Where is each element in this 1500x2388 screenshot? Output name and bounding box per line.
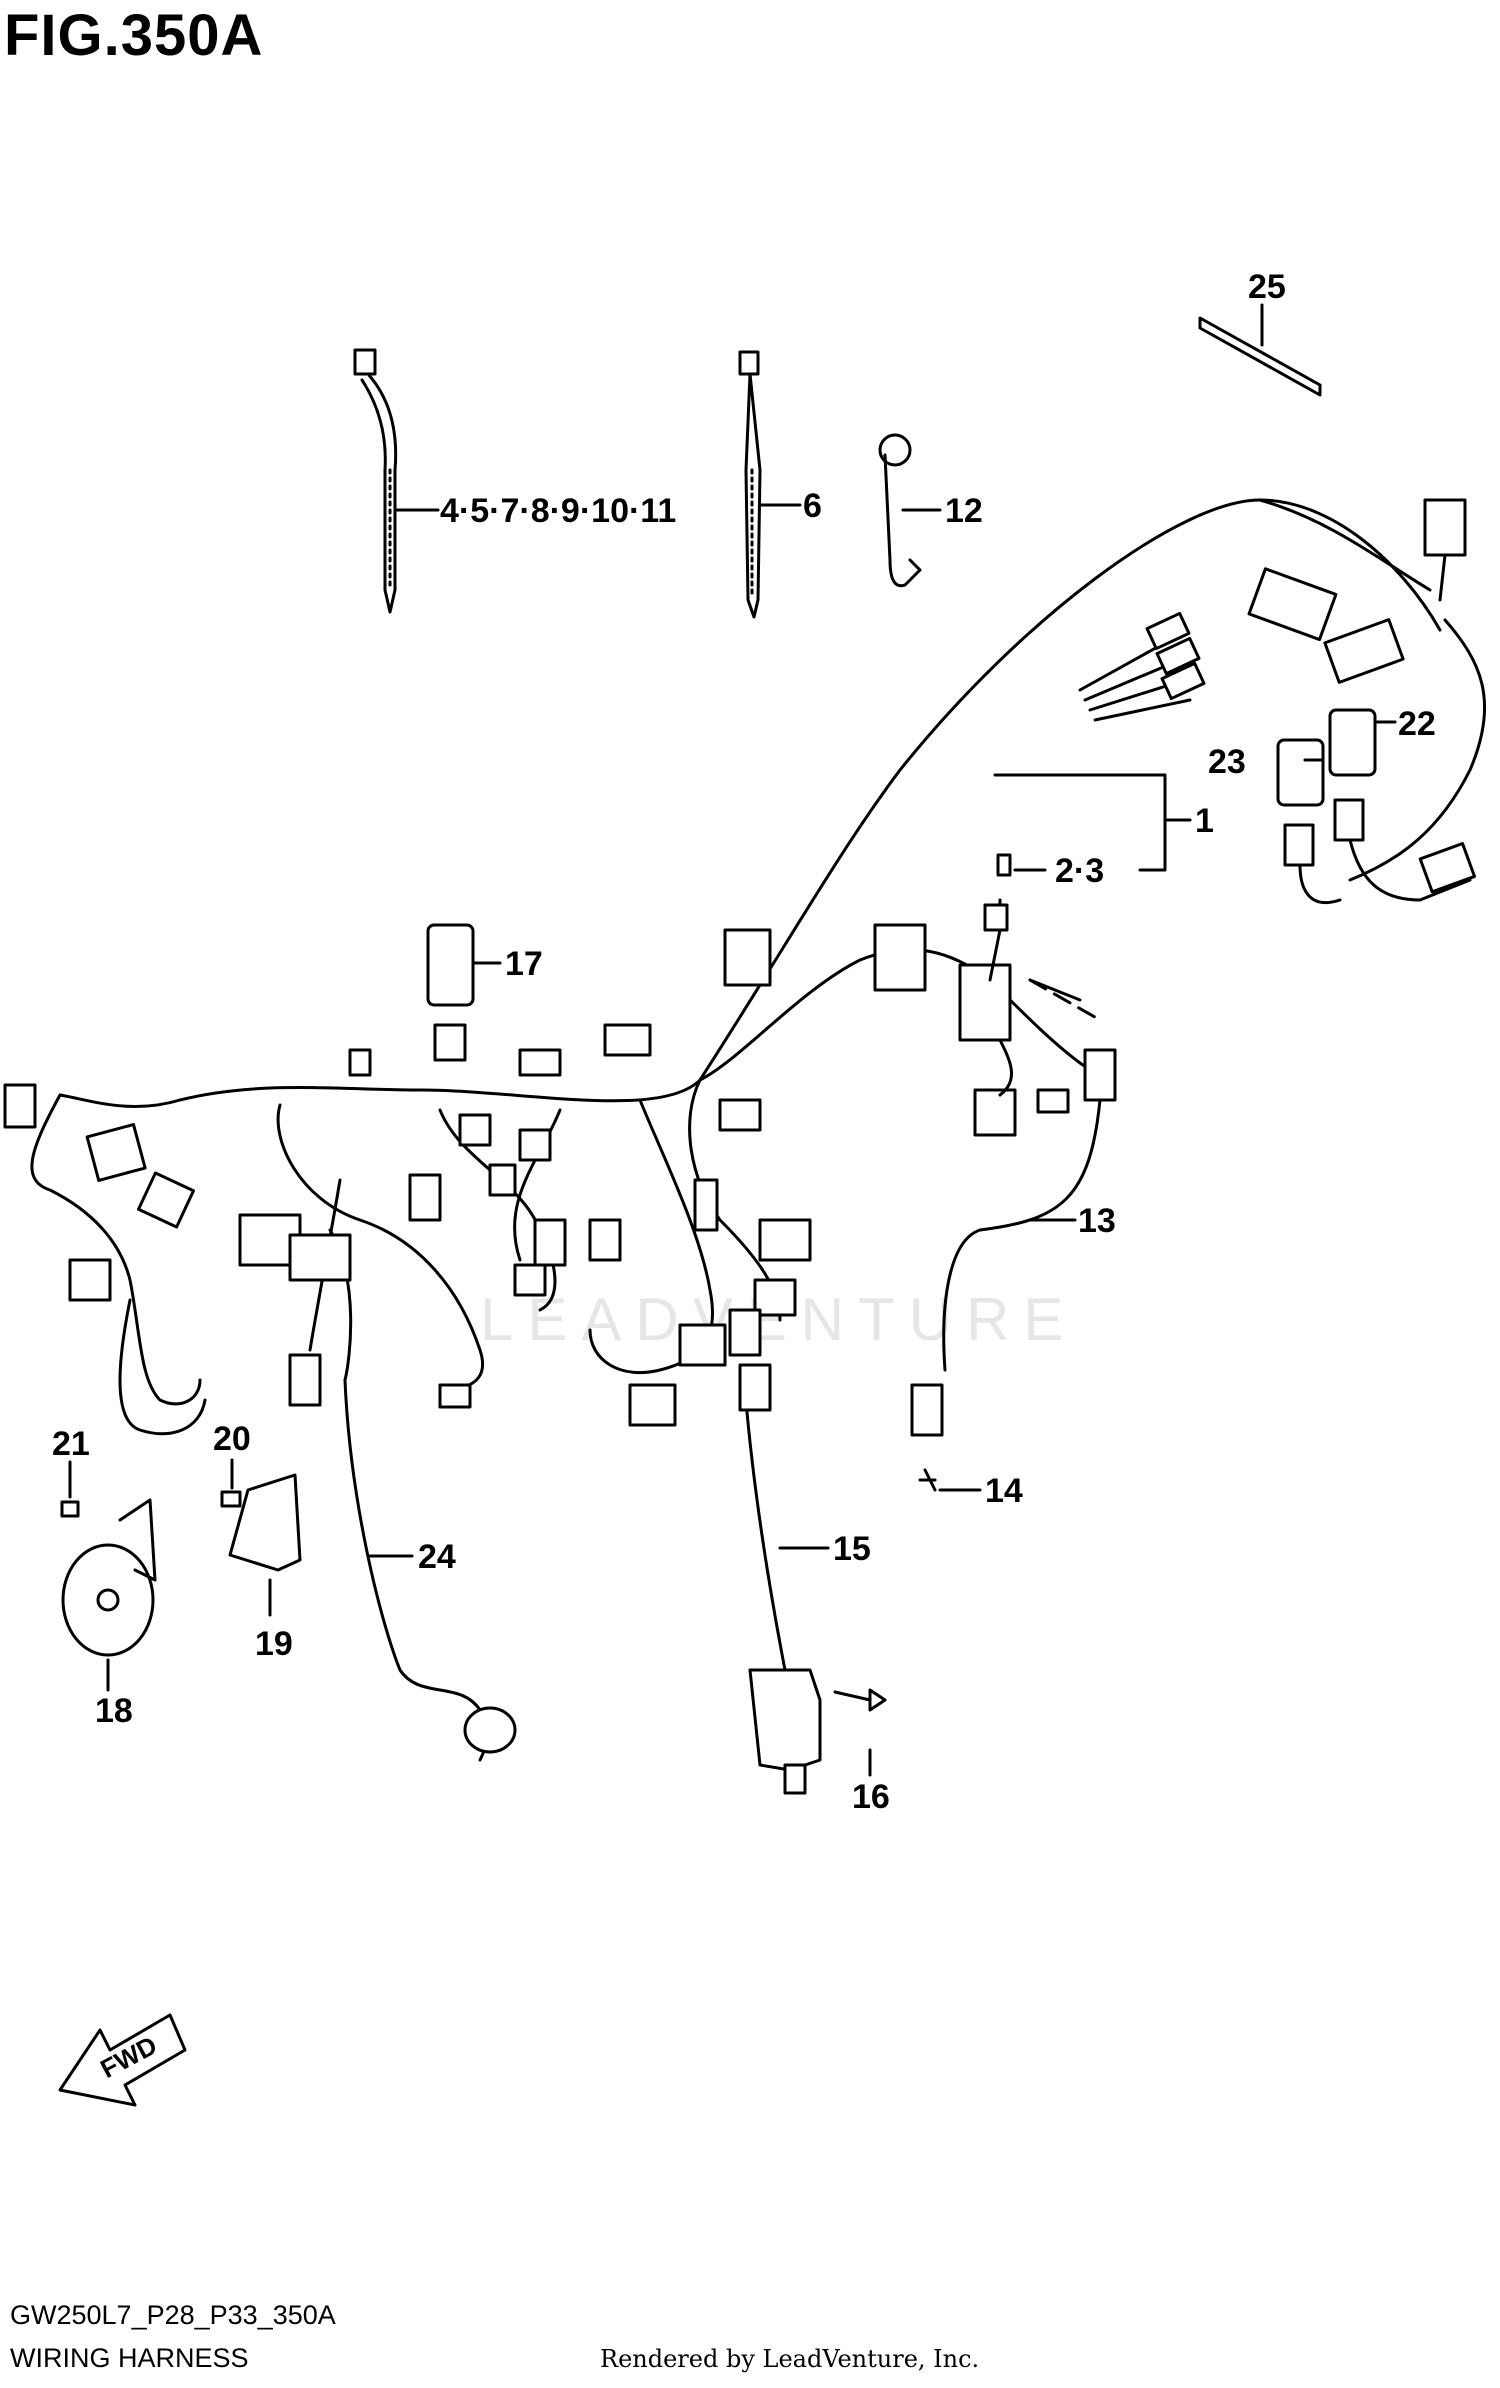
callout-22: 22	[1398, 705, 1436, 743]
callout-19: 19	[255, 1625, 293, 1663]
part-20-21-bolts	[60, 1458, 242, 1518]
callout-18: 18	[95, 1692, 133, 1730]
part-cable-tie-6	[738, 350, 802, 619]
callout-12: 12	[945, 492, 983, 530]
part-25-strip	[1198, 303, 1322, 397]
part-15-16-switch	[738, 1363, 887, 1795]
callout-20: 20	[213, 1420, 251, 1458]
part-19-bracket	[228, 1473, 302, 1617]
callout-17: 17	[505, 945, 543, 983]
rendered-by-credit: Rendered by LeadVenture, Inc.	[600, 2345, 980, 2373]
figure-title: FIG.350A	[4, 3, 264, 68]
connectors-22-23	[1276, 708, 1476, 904]
callout-21: 21	[52, 1425, 90, 1463]
part-cable-tie-4-11	[353, 348, 440, 614]
connectors-top-right	[1247, 498, 1467, 684]
callout-25: 25	[1248, 268, 1286, 306]
callout-1: 1	[1195, 802, 1214, 840]
leader-part-1	[993, 773, 1192, 872]
connectors-middle	[723, 898, 1117, 1137]
callout-6: 6	[803, 487, 822, 525]
callout-23: 23	[1208, 743, 1246, 781]
connectors-left	[3, 1023, 762, 1409]
part-clamp-12	[878, 433, 942, 588]
wire-bundle	[1078, 611, 1206, 722]
callout-24: 24	[418, 1538, 456, 1576]
callout-14: 14	[985, 1472, 1023, 1510]
part-fuse-2-3	[996, 853, 1047, 877]
callout-16: 16	[852, 1778, 890, 1816]
connectors-lower-mid	[408, 1113, 812, 1427]
part-24-wire	[343, 1378, 517, 1762]
figure-description: WIRING HARNESS	[10, 2343, 249, 2373]
part-17-connector	[426, 923, 502, 1007]
callout-4-11: 4·5·7·8·9·10·11	[440, 492, 676, 530]
part-13-14-sensor	[910, 1098, 1102, 1492]
figure-code: GW250L7_P28_P33_350A	[10, 2300, 336, 2330]
callout-2-3: 2·3	[1055, 852, 1104, 890]
callout-15: 15	[833, 1530, 871, 1568]
part-18-horn	[61, 1498, 157, 1692]
callout-13: 13	[1078, 1202, 1116, 1240]
fwd-arrow-icon	[58, 2013, 187, 2107]
